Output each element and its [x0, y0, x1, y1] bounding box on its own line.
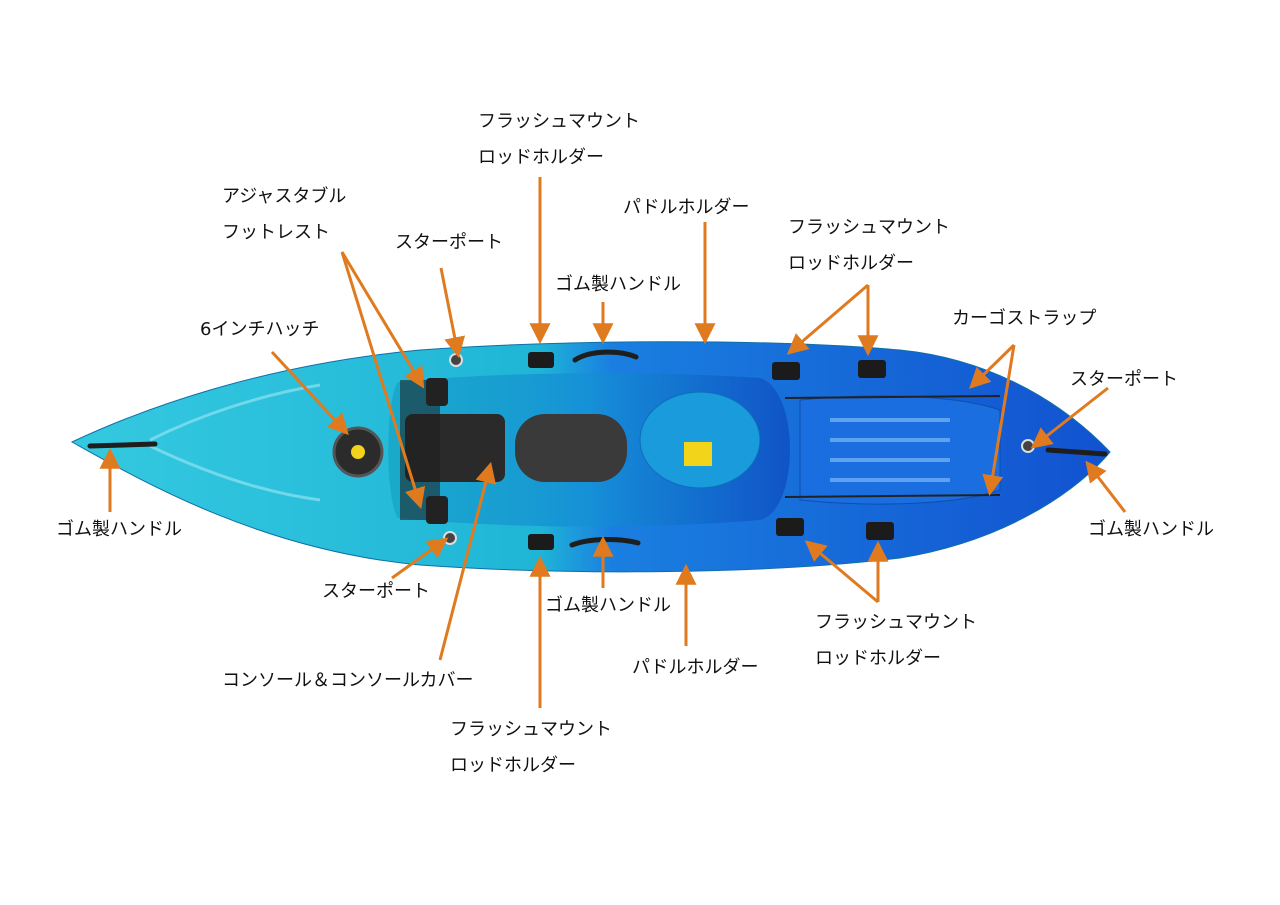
arrow: [270, 350, 349, 436]
arrow: [1030, 386, 1109, 449]
arrow: [786, 283, 869, 355]
label-rod-holder-bottom-center: フラッシュマウント ロッドホルダー: [450, 719, 612, 776]
hatch-center: [351, 445, 365, 459]
label-footrest: アジャスタブル フットレスト: [222, 186, 347, 243]
label-paddle-holder-bottom: パドルホルダー: [632, 657, 759, 678]
label-rubber-handle-left: ゴム製ハンドル: [56, 519, 182, 540]
label-star-port-top: スターポート: [395, 232, 503, 253]
bow-deck-ridge: [149, 383, 321, 442]
label-rubber-handle-right: ゴム製ハンドル: [1088, 519, 1214, 540]
bow-deck-ridge: [149, 444, 321, 502]
rod-holders: [528, 352, 894, 550]
warning-sticker: [684, 442, 712, 466]
arrow: [439, 267, 466, 359]
label-rubber-handle-top: ゴム製ハンドル: [555, 274, 681, 295]
arrow: [391, 537, 449, 580]
seat-pad: [639, 391, 761, 489]
label-cargo-strap: カーゴストラップ: [952, 308, 1097, 329]
label-rod-holder-top-right: フラッシュマウント ロッドホルダー: [788, 217, 950, 274]
arrow: [804, 540, 879, 604]
arrow: [438, 461, 496, 661]
cargo-straps: [784, 395, 1001, 498]
console-lid: [515, 414, 627, 482]
arrow: [968, 343, 1016, 389]
label-hatch: 6インチハッチ: [200, 319, 320, 340]
footrest-pad: [426, 496, 448, 524]
arrow: [340, 251, 425, 389]
label-paddle-holder-top: パドルホルダー: [623, 197, 750, 218]
tank-well-grooves: [830, 418, 950, 482]
label-rod-holder-top-center: フラッシュマウント ロッドホルダー: [478, 111, 640, 168]
label-star-port-right: スターポート: [1070, 369, 1178, 390]
footrest-pad: [426, 378, 448, 406]
label-rubber-handle-bottom: ゴム製ハンドル: [545, 595, 671, 616]
arrow: [1085, 460, 1127, 513]
arrow: [340, 251, 426, 510]
label-star-port-bottom: スターポート: [322, 581, 430, 602]
label-rod-holder-bottom-right: フラッシュマウント ロッドホルダー: [815, 612, 977, 669]
label-console: コンソール＆コンソールカバー: [222, 670, 474, 691]
arrow: [982, 344, 1016, 497]
